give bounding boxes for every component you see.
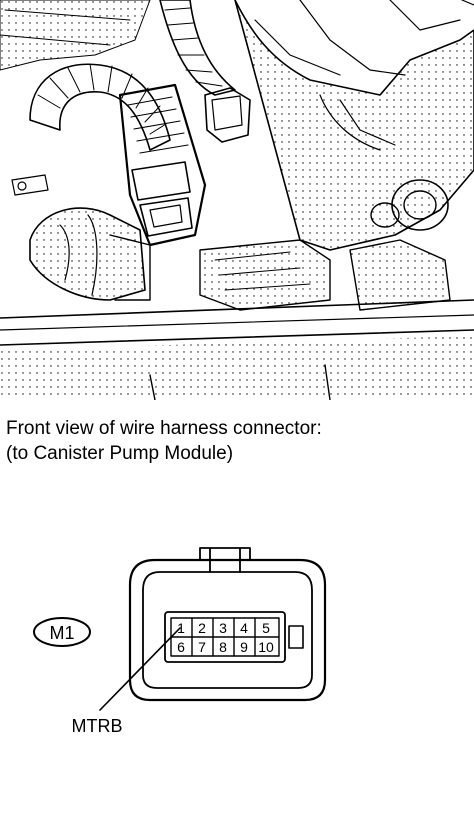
engine-bay-illustration <box>0 0 474 400</box>
connector-front-view: M1 1 2 3 4 5 6 7 8 9 10 MTRB <box>33 547 327 736</box>
connector-id-oval <box>33 617 91 647</box>
mtrb-leader-line <box>99 627 181 711</box>
pin-2: 2 <box>198 620 206 636</box>
caption-line-1: Front view of wire harness connector: <box>6 418 322 439</box>
pin-3: 3 <box>219 620 227 636</box>
connector-key <box>288 625 304 649</box>
connector-housing <box>128 558 327 702</box>
pin-1: 1 <box>177 620 185 636</box>
pin-5: 5 <box>262 620 270 636</box>
caption: Front view of wire harness connector: (t… <box>6 416 322 466</box>
pin-4: 4 <box>240 620 248 636</box>
mtrb-callout: MTRB <box>72 716 123 736</box>
connector-latch <box>199 547 251 573</box>
connector-id-label: M1 <box>49 623 74 643</box>
pin-9: 9 <box>240 639 248 655</box>
pin-10: 10 <box>258 639 274 655</box>
pin-7: 7 <box>198 639 206 655</box>
pin-6: 6 <box>177 639 185 655</box>
pin-8: 8 <box>219 639 227 655</box>
caption-line-2: (to Canister Pump Module) <box>6 443 234 464</box>
